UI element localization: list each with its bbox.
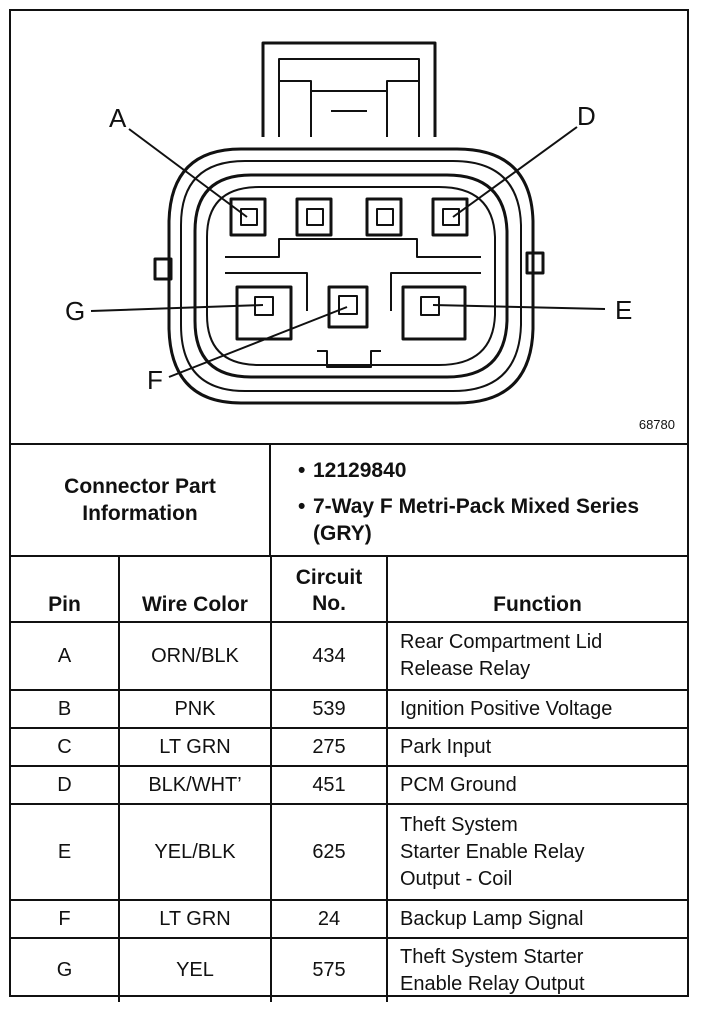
part-number-item: • 12129840: [298, 459, 407, 483]
function-cell: Backup Lamp Signal: [386, 899, 687, 939]
function-cell: Park Input: [386, 727, 687, 767]
wire-color-cell: LT GRN: [118, 899, 272, 939]
latch-inner: [278, 58, 420, 137]
connector-part-information: Connector Part Information • 12129840 • …: [11, 443, 687, 555]
figure-number: 68780: [638, 417, 675, 432]
circuit-cell: 24: [270, 899, 388, 939]
pin-d-cavity: [431, 197, 469, 237]
table-header-row: Pin Wire Color Circuit No. Function: [11, 555, 687, 623]
pin-f-cavity: [327, 285, 369, 329]
right-side-tab: [525, 251, 545, 275]
connector-type-item: • 7-Way F Metri-Pack Mixed Series (GRY): [298, 493, 643, 547]
connector-part-info-heading: Connector Part Information: [11, 445, 271, 555]
function-cell: Theft System Starter Enable Relay Output…: [386, 803, 687, 901]
pin-cell: F: [11, 899, 120, 939]
pinout-table: Pin Wire Color Circuit No. Function A OR…: [11, 555, 687, 1002]
pin-cell: D: [11, 765, 120, 805]
circuit-cell: 275: [270, 727, 388, 767]
part-number: 12129840: [313, 459, 407, 482]
pin-a-cavity: [229, 197, 267, 237]
function-cell: Rear Compartment Lid Release Relay: [386, 621, 687, 691]
pin-cell: G: [11, 937, 120, 1002]
header-circuit-no: Circuit No.: [270, 555, 388, 623]
function-cell: PCM Ground: [386, 765, 687, 805]
header-function: Function: [386, 555, 687, 623]
table-row: B PNK 539 Ignition Positive Voltage: [11, 689, 687, 729]
latch-outer: [261, 41, 437, 137]
function-cell: Theft System Starter Enable Relay Output: [386, 937, 687, 1002]
wire-color-cell: LT GRN: [118, 727, 272, 767]
table-row: E YEL/BLK 625 Theft System Starter Enabl…: [11, 803, 687, 901]
pin-cell: A: [11, 621, 120, 691]
connector-body-outer: [167, 147, 535, 405]
leader-line-a: [128, 128, 248, 218]
left-side-tab: [153, 257, 173, 281]
pin-b-cavity: [295, 197, 333, 237]
circuit-cell: 434: [270, 621, 388, 691]
circuit-cell: 539: [270, 689, 388, 729]
wire-color-cell: YEL/BLK: [118, 803, 272, 901]
table-row: D BLK/WHT’ 451 PCM Ground: [11, 765, 687, 805]
circuit-cell: 625: [270, 803, 388, 901]
pin-cell: E: [11, 803, 120, 901]
pin-label-a: A: [109, 103, 127, 133]
table-row: C LT GRN 275 Park Input: [11, 727, 687, 767]
header-pin: Pin: [11, 555, 120, 623]
function-cell: Ignition Positive Voltage: [386, 689, 687, 729]
bullet-icon: •: [298, 495, 306, 518]
pin-e-cavity: [401, 285, 467, 341]
pin-c-cavity: [365, 197, 403, 237]
wire-color-cell: YEL: [118, 937, 272, 1002]
connector-part-info-list: • 12129840 • 7-Way F Metri-Pack Mixed Se…: [271, 445, 687, 555]
pin-label-d: D: [577, 101, 596, 131]
header-wire-color: Wire Color: [118, 555, 272, 623]
table-row: F LT GRN 24 Backup Lamp Signal: [11, 899, 687, 939]
leader-line-g: [90, 304, 264, 312]
connector-face-drawing: [90, 41, 606, 405]
connector-type: 7-Way F Metri-Pack Mixed Series (GRY): [313, 495, 640, 545]
pin-label-e: E: [615, 295, 633, 325]
connector-body-inner: [193, 173, 509, 379]
pin-cell: B: [11, 689, 120, 729]
bullet-icon: •: [298, 459, 306, 482]
pin-label-g: G: [65, 296, 86, 326]
wire-color-cell: ORN/BLK: [118, 621, 272, 691]
table-row: G YEL 575 Theft System Starter Enable Re…: [11, 937, 687, 1002]
pin-cell: C: [11, 727, 120, 767]
wire-color-cell: BLK/WHT’: [118, 765, 272, 805]
leader-line-d: [452, 126, 578, 218]
circuit-cell: 451: [270, 765, 388, 805]
leader-line-f: [168, 306, 348, 378]
leader-line-e: [432, 304, 606, 310]
table-row: A ORN/BLK 434 Rear Compartment Lid Relea…: [11, 621, 687, 691]
circuit-cell: 575: [270, 937, 388, 1002]
wire-color-cell: PNK: [118, 689, 272, 729]
pin-label-f: F: [147, 365, 163, 395]
connector-diagram: A D G E F 68780: [11, 11, 687, 443]
connector-sheet: A D G E F 68780 Connector Part Informati…: [9, 9, 689, 1002]
